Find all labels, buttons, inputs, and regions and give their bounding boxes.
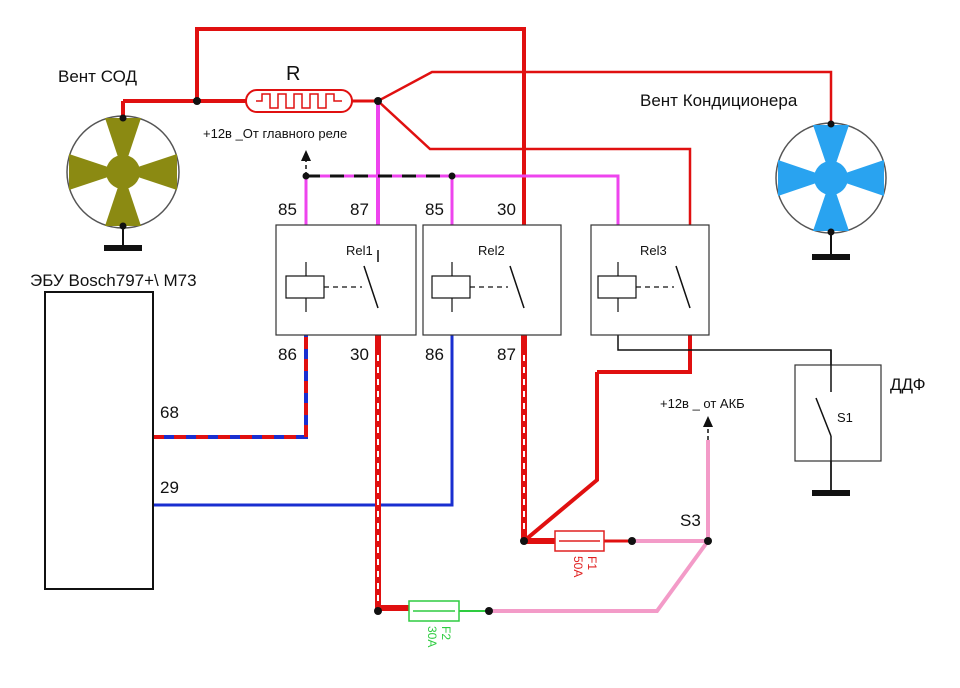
resistor-label: R xyxy=(286,63,300,85)
junction-f2-left xyxy=(374,607,382,615)
fuse-f2-rating: 30A xyxy=(425,626,439,647)
junctions xyxy=(193,97,712,615)
coil-icon xyxy=(597,275,637,299)
switch-contact-icon xyxy=(675,265,691,309)
junction-control-rel1 xyxy=(302,172,310,180)
fuse-f1-rating: 50A xyxy=(571,556,585,577)
switch-contact-icon xyxy=(815,397,832,437)
rel1-pin-30: 30 xyxy=(350,345,369,364)
rel1-pin-86: 86 xyxy=(278,345,297,364)
relay-rel3-name: Rel3 xyxy=(640,243,667,258)
junction-control-rel2 xyxy=(448,172,456,180)
wire-node-to-fan-ac xyxy=(377,70,833,124)
wire-fan-sod-to-resistor xyxy=(121,99,246,118)
arrow-up-icon xyxy=(703,416,713,427)
relay-rel2-name: Rel2 xyxy=(478,243,505,258)
ddf-switch xyxy=(794,350,882,496)
junction-f2-right xyxy=(485,607,493,615)
rel1-pin-85: 85 xyxy=(278,200,297,219)
battery-supply-label: +12в _ от АКБ xyxy=(660,396,745,411)
wire-ecu29-to-rel2-86 xyxy=(152,312,454,507)
rel2-pin-87: 87 xyxy=(497,345,516,364)
coil-icon xyxy=(285,275,325,299)
arrow-up-icon xyxy=(301,150,311,161)
ecu-pin-68: 68 xyxy=(160,403,179,422)
resistor-icon xyxy=(245,89,353,113)
relay-rel3 xyxy=(590,224,710,336)
junction-f1-left xyxy=(520,537,528,545)
wire-node-to-rel3 xyxy=(377,100,692,262)
wires xyxy=(121,27,833,613)
rel1-pin-87: 87 xyxy=(350,200,369,219)
junction-fan-sod xyxy=(193,97,201,105)
ddf-label: ДДФ xyxy=(890,375,926,394)
coil-icon xyxy=(431,275,471,299)
fuse-f2-name: F2 xyxy=(439,626,453,640)
fan-sod-label: Вент СОД xyxy=(58,67,137,86)
s1-label: S1 xyxy=(837,410,853,425)
wire-s3-to-f2 xyxy=(489,539,710,613)
rel2-pin-86: 86 xyxy=(425,345,444,364)
ecu-label: ЭБУ Bosch797+\ M73 xyxy=(30,271,197,290)
wire-ecu68-to-rel1-86-red xyxy=(152,312,308,439)
fan-sod-icon xyxy=(66,114,180,251)
ecu-pin-29: 29 xyxy=(160,478,179,497)
wire-power-loop xyxy=(195,27,526,264)
junction-f1-right xyxy=(628,537,636,545)
s3-label: S3 xyxy=(680,511,701,530)
relay-rel1-name: Rel1 xyxy=(346,243,373,258)
ground-symbol xyxy=(812,490,850,496)
fuse-f1-name: F1 xyxy=(585,556,599,570)
main-relay-supply-label: +12в _От главного реле xyxy=(203,126,347,141)
relay-rel1 xyxy=(275,224,417,336)
rel2-pin-30: 30 xyxy=(497,200,516,219)
ecu-box xyxy=(44,291,154,590)
relay-rel2 xyxy=(422,224,562,336)
switch-contact-icon xyxy=(363,265,379,309)
rel2-pin-85: 85 xyxy=(425,200,444,219)
junction-s3 xyxy=(704,537,712,545)
ground-symbol xyxy=(104,245,142,251)
wire-rel2-87-to-f1 xyxy=(521,312,555,544)
fuse-f1 xyxy=(554,530,605,552)
fan-ac-icon xyxy=(775,120,887,260)
junction-resistor-node xyxy=(374,97,382,105)
wire-rel3-to-f1 xyxy=(522,310,692,543)
wire-rel1-30-to-f2 xyxy=(375,312,409,611)
fan-ac-label: Вент Кондиционера xyxy=(640,91,798,110)
switch-contact-icon xyxy=(509,265,525,309)
ground-symbol xyxy=(812,254,850,260)
fuse-f2 xyxy=(408,600,460,622)
